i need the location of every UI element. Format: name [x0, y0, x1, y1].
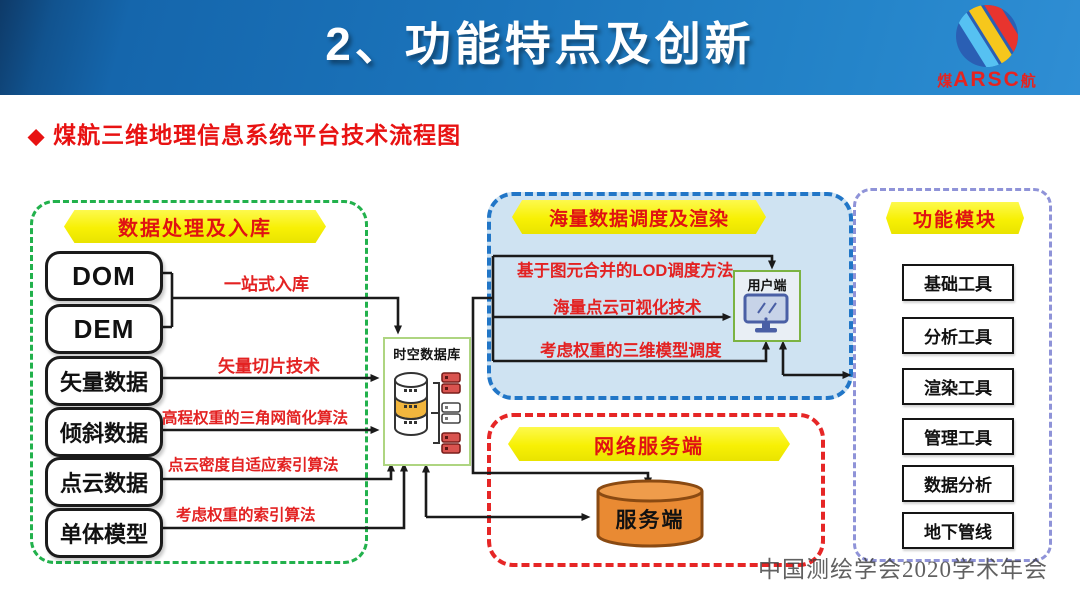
data-item-vector: 矢量数据 — [45, 356, 163, 406]
spatiotemporal-database-box: 时空数据库 — [383, 337, 471, 466]
method-weighted: 考虑权重的三维模型调度 — [540, 342, 722, 360]
module-analysis-tools: 分析工具 — [902, 317, 1014, 354]
module-manage-tools: 管理工具 — [902, 418, 1014, 455]
module-render-tools: 渲染工具 — [902, 368, 1014, 405]
page-heading-text: 煤航三维地理信息系统平台技术流程图 — [53, 122, 462, 148]
conference-watermark: 中国测绘学会2020学术年会 — [758, 557, 1048, 582]
method-lod: 基于图元合并的LOD调度方法 — [517, 262, 734, 280]
data-item-pointcloud: 点云数据 — [45, 457, 163, 507]
logo-latin: ARSC — [953, 68, 1021, 91]
ribbon-data-processing: 数据处理及入库 — [64, 210, 326, 243]
logo-globe-icon — [949, 0, 1030, 79]
page-heading: ◆ 煤航三维地理信息系统平台技术流程图 — [28, 116, 461, 150]
method-pointcloud: 海量点云可视化技术 — [553, 299, 702, 317]
data-item-dom: DOM — [45, 251, 163, 301]
monitor-icon — [743, 293, 789, 333]
database-icon — [394, 372, 461, 454]
slide-title: 2、功能特点及创新 — [325, 18, 755, 70]
client-label: 用户端 — [747, 278, 787, 293]
module-underground-pipeline: 地下管线 — [902, 512, 1014, 549]
logo-text: 煤ARSC航 — [912, 68, 1062, 92]
ribbon-scheduling: 海量数据调度及渲染 — [512, 200, 766, 234]
module-basic-tools: 基础工具 — [902, 264, 1014, 301]
diamond-bullet-icon: ◆ — [28, 125, 46, 148]
annotation-vector-tile: 矢量切片技术 — [218, 357, 320, 376]
annotation-pointcloud-index: 点云密度自适应索引算法 — [168, 457, 339, 474]
module-data-analysis: 数据分析 — [902, 465, 1014, 502]
data-item-model: 单体模型 — [45, 508, 163, 558]
logo-cn-right: 航 — [1020, 73, 1037, 90]
server-label: 服务端 — [615, 509, 685, 532]
arsc-logo: 煤ARSC航 — [912, 0, 1062, 94]
annotation-weighted-index: 考虑权重的索引算法 — [176, 507, 316, 524]
server-box: 服务端 — [593, 478, 707, 550]
title-banner: 2、功能特点及创新 煤ARSC航 — [0, 0, 1080, 95]
ribbon-function-modules: 功能模块 — [886, 202, 1024, 234]
ribbon-network-server: 网络服务端 — [508, 427, 790, 461]
data-item-oblique: 倾斜数据 — [45, 407, 163, 457]
logo-cn-left: 煤 — [937, 73, 954, 90]
data-item-dem: DEM — [45, 304, 163, 354]
annotation-tin-simplify: 高程权重的三角网简化算法 — [162, 410, 349, 427]
client-box: 用户端 — [733, 270, 801, 342]
database-label: 时空数据库 — [393, 347, 461, 362]
annotation-one-stop: 一站式入库 — [224, 275, 309, 294]
